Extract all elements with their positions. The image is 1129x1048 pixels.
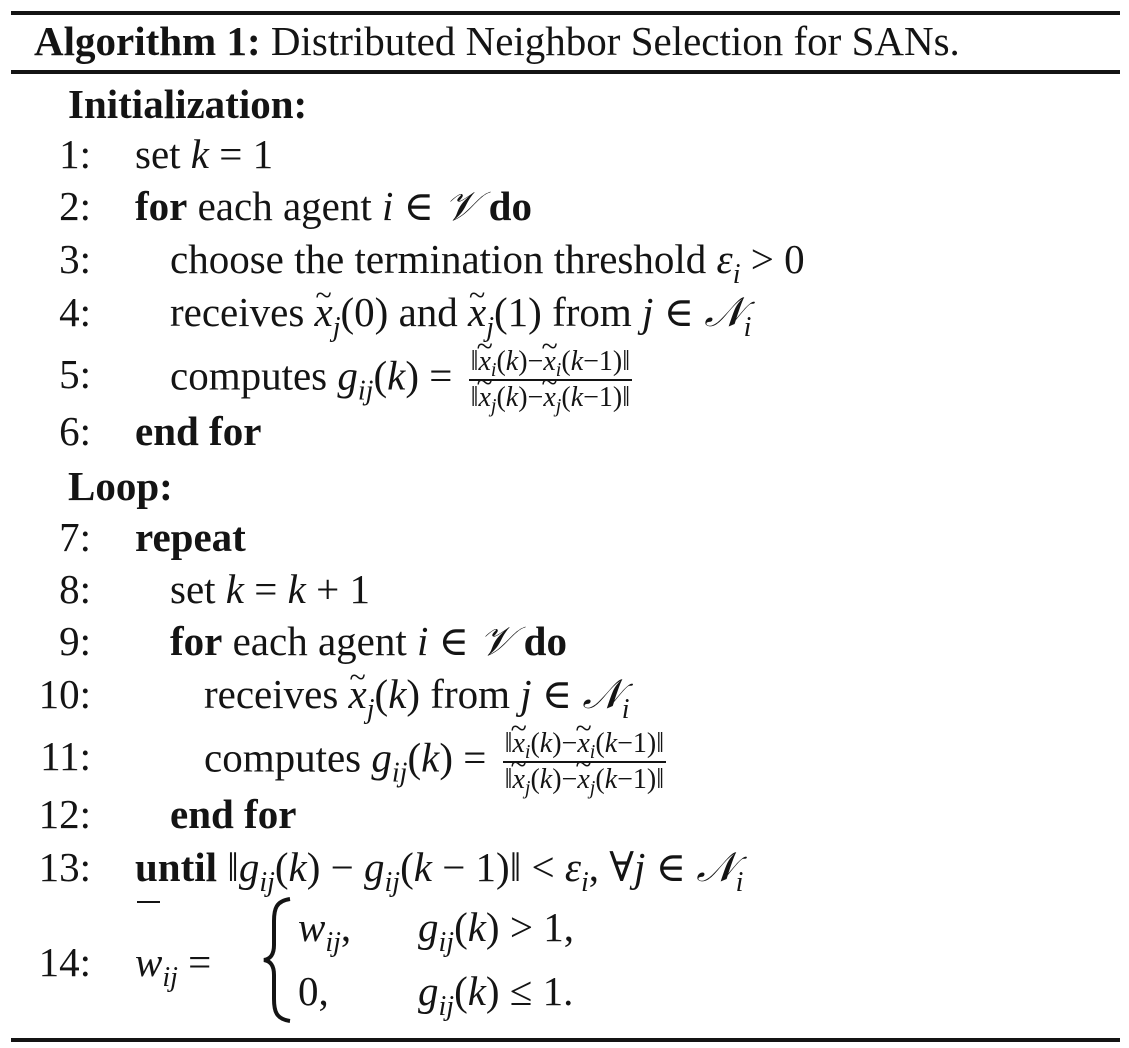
algorithm-caption: Algorithm 1: Distributed Neighbor Select…	[34, 13, 960, 70]
line-body: computes gij(k) = ‖xi(k)−xi(k−1)‖‖xj(k)−…	[204, 730, 667, 798]
line-body: set k = k + 1	[170, 566, 370, 612]
keyword-repeat: repeat	[135, 514, 246, 560]
line-number: 14:	[38, 939, 91, 985]
section-loop: Loop:	[68, 463, 173, 509]
algorithm-line-5: 5: computes gij(k) = ‖xi(k)−xi(k−1)‖‖xj(…	[0, 348, 1129, 416]
algorithm-line-11: 11: computes gij(k) = ‖xi(k)−xi(k−1)‖‖xj…	[0, 730, 1129, 798]
algorithm-line-8: 8: set k = k + 1	[0, 563, 1129, 615]
line-number: 11:	[40, 733, 91, 779]
line-number: 4:	[59, 289, 91, 335]
algorithm-line-1: 1: set k = 1	[0, 128, 1129, 180]
word-choose: choose the termination threshold	[170, 236, 707, 282]
word-and: and	[398, 289, 458, 335]
section-initialization: Initialization:	[68, 81, 308, 127]
algorithm-line-12: 12: end for	[0, 788, 1129, 840]
algorithm-line-7: 7: repeat	[0, 511, 1129, 563]
word-receives: receives	[170, 289, 305, 335]
line-body: until ‖gij(k) − gij(k − 1)‖ < εi, ∀j ∈ 𝒩…	[135, 844, 744, 898]
word-from: from	[552, 289, 632, 335]
line-body: for each agent i ∈ 𝒱 do	[135, 183, 532, 229]
line-number: 6:	[59, 408, 91, 454]
algorithm-line-9: 9: for each agent i ∈ 𝒱 do	[0, 615, 1129, 667]
ratio-fraction: ‖xi(k)−xi(k−1)‖‖xj(k)−xj(k−1)‖	[502, 730, 667, 798]
algorithm-line-3: 3: choose the termination threshold εi >…	[0, 233, 1129, 290]
keyword-end-for: end for	[170, 791, 297, 837]
algorithm-line-6: 6: end for	[0, 405, 1129, 457]
algorithm-line-13: 13: until ‖gij(k) − gij(k − 1)‖ < εi, ∀j…	[0, 841, 1129, 898]
word-computes: computes	[204, 734, 362, 781]
algorithm-line-10: 10: receives xj(k) from j ∈ 𝒩i	[0, 668, 1129, 724]
line-body: wij =	[135, 895, 211, 1030]
algorithm-title: Distributed Neighbor Selection for SANs.	[270, 18, 960, 64]
keyword-until: until	[135, 844, 218, 890]
line-number: 7:	[59, 514, 91, 560]
keyword-end-for: end for	[135, 408, 262, 454]
line-number: 3:	[59, 236, 91, 282]
line-number: 10:	[38, 671, 91, 717]
left-brace-icon	[263, 897, 291, 1023]
keyword-for: for	[170, 618, 223, 664]
ratio-fraction: ‖xi(k)−xi(k−1)‖‖xj(k)−xj(k−1)‖	[468, 348, 633, 416]
algorithm-line-14: 14: wij = wij, gij(k) > 1, 0, gij(k) ≤ 1…	[0, 895, 1129, 1030]
keyword-do: do	[523, 618, 567, 664]
line-body: receives xj(0) and xj(1) from j ∈ 𝒩i	[170, 286, 751, 342]
line-number: 13:	[38, 844, 91, 890]
word-computes: computes	[170, 352, 328, 399]
bottom-rule	[11, 1038, 1120, 1042]
top-rule	[11, 11, 1120, 15]
word-receives: receives	[204, 671, 339, 717]
line-body: for each agent i ∈ 𝒱 do	[170, 618, 567, 664]
word-from: from	[430, 671, 510, 717]
line-body: receives xj(k) from j ∈ 𝒩i	[204, 668, 630, 724]
line-number: 8:	[59, 566, 91, 612]
line-number: 2:	[59, 183, 91, 229]
line-body: computes gij(k) = ‖xi(k)−xi(k−1)‖‖xj(k)−…	[170, 348, 633, 416]
algorithm-line-2: 2: for each agent i ∈ 𝒱 do	[0, 180, 1129, 232]
line-body: set k = 1	[135, 131, 274, 177]
piecewise-cases: wij, gij(k) > 1, 0, gij(k) ≤ 1.	[258, 895, 678, 1025]
keyword-do: do	[488, 183, 532, 229]
keyword-for: for	[135, 183, 188, 229]
algorithm-line-4: 4: receives xj(0) and xj(1) from j ∈ 𝒩i	[0, 286, 1129, 342]
word-set: set	[170, 566, 216, 612]
word-set: set	[135, 131, 181, 177]
line-number: 12:	[38, 791, 91, 837]
line-number: 5:	[59, 351, 91, 397]
word-each-agent: each agent	[232, 618, 407, 664]
word-each-agent: each agent	[197, 183, 372, 229]
line-number: 1:	[59, 131, 91, 177]
line-number: 9:	[59, 618, 91, 664]
caption-rule	[11, 70, 1120, 74]
line-body: choose the termination threshold εi > 0	[170, 236, 805, 290]
algorithm-label: Algorithm 1:	[34, 18, 261, 64]
